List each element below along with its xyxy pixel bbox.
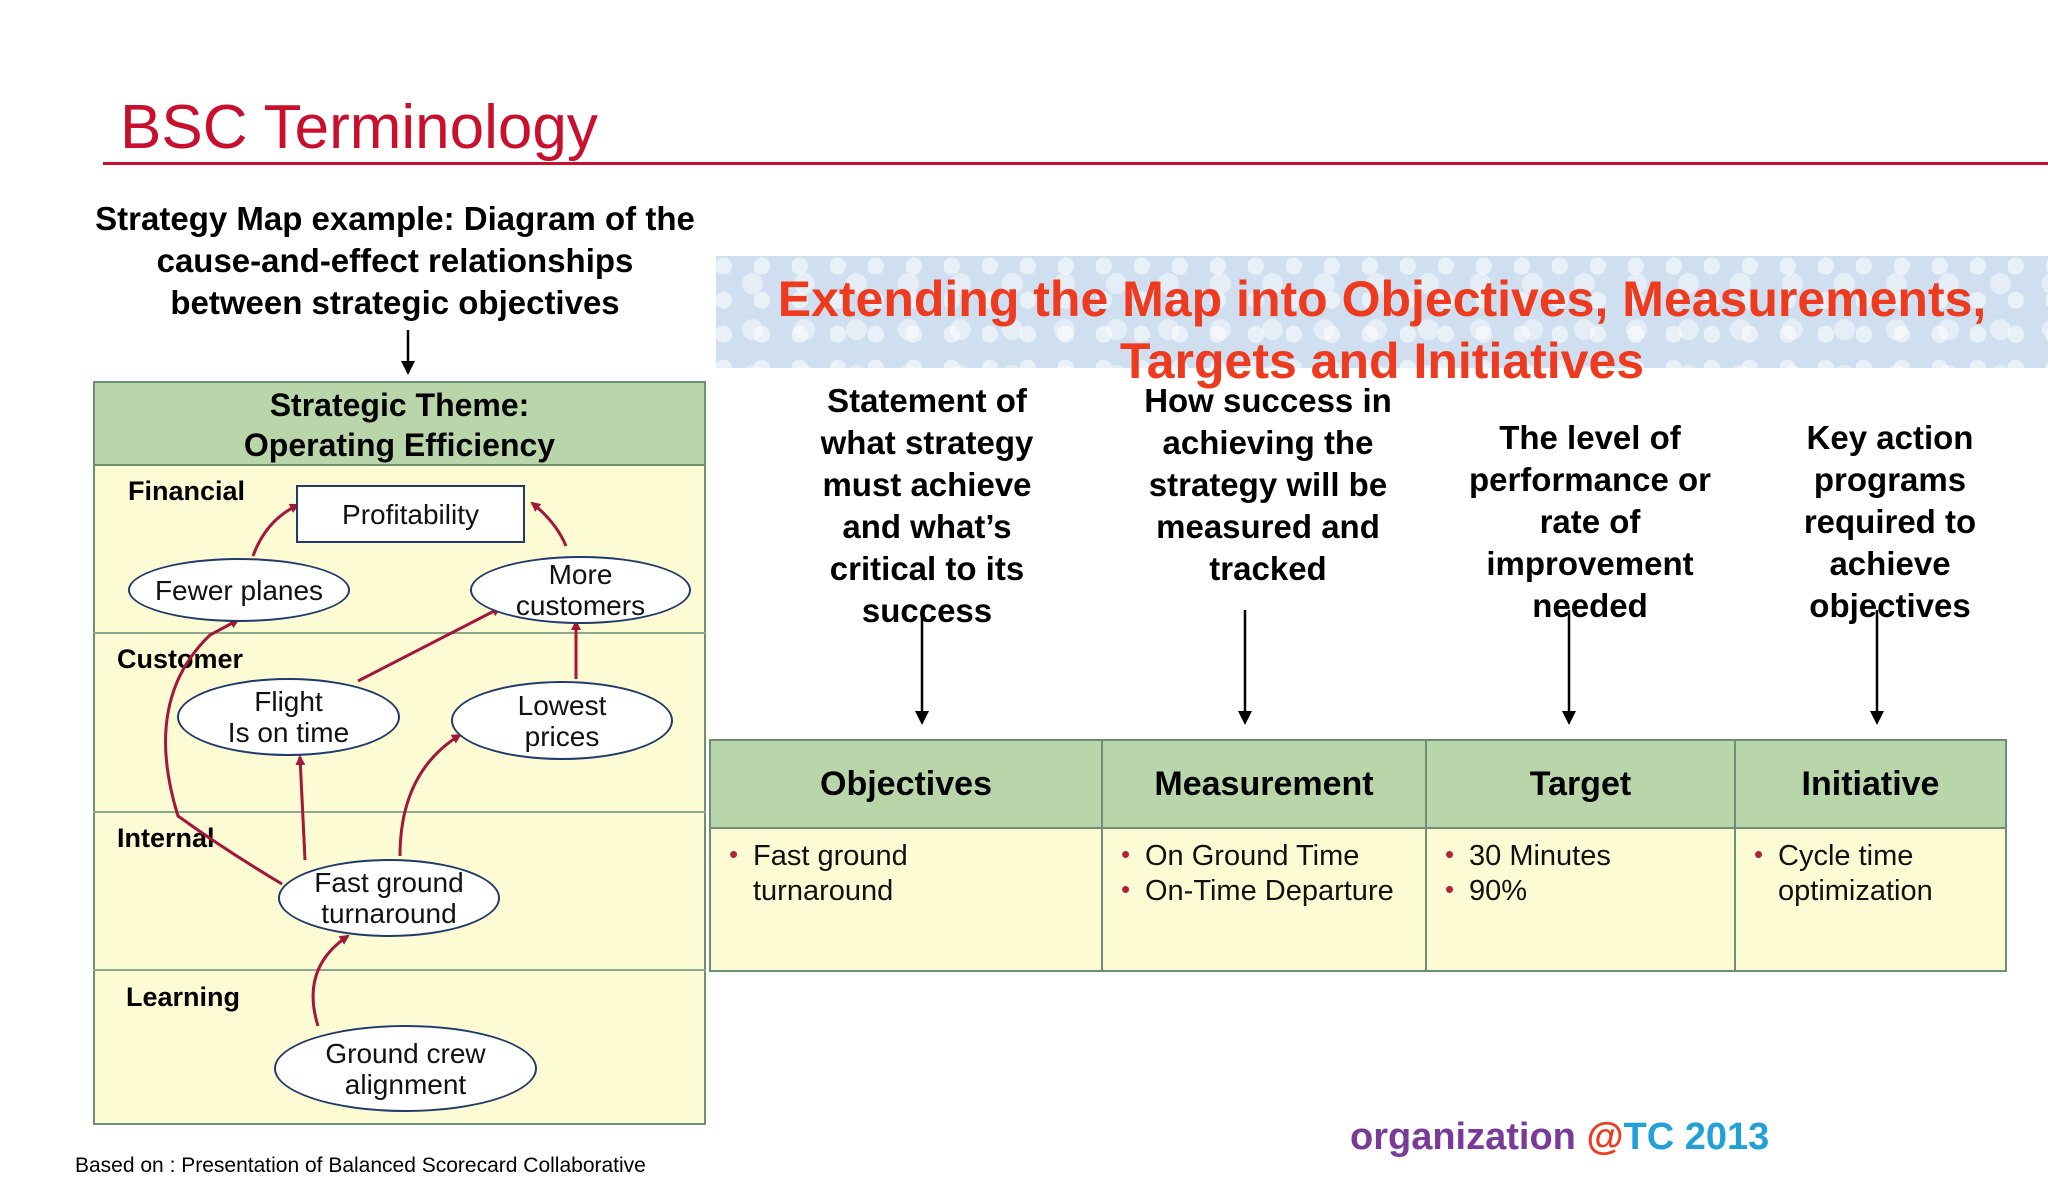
node-label: Flight: [254, 686, 323, 717]
description-line: performance or: [1468, 461, 1712, 498]
description-line: required to: [1803, 503, 1977, 540]
extension-banner-background: [716, 256, 2048, 368]
title-divider: [103, 162, 2048, 165]
objectives-table: Objectives Measurement Target Initiative…: [709, 739, 2007, 972]
list-item-line: On Ground Time: [1145, 840, 1360, 872]
footer-at-sign: @: [1586, 1116, 1624, 1158]
strategy-map-heading-line: Strategy Map example: Diagram of the: [95, 200, 695, 237]
node-label: turnaround: [321, 898, 457, 929]
list-item-line: Fast ground: [753, 840, 908, 872]
strategic-theme-header: Strategic Theme: Operating Efficiency: [95, 383, 704, 466]
description-line: The level of: [1499, 419, 1681, 456]
description-line: achieve: [1829, 545, 1951, 582]
node-label: customers: [515, 590, 646, 621]
list-item-line: On-Time Departure: [1145, 875, 1394, 907]
lane-divider: [93, 632, 706, 634]
description-initiative: Key action programs required to achieve …: [1740, 417, 2040, 627]
cell-target: 30 Minutes 90%: [1425, 827, 1736, 972]
footer-organization-logo: organization @TC 2013: [1350, 1116, 1769, 1159]
cell-objectives: Fast ground turnaround: [709, 827, 1103, 972]
node-label: Ground crew: [325, 1037, 486, 1069]
list-item: 90%: [1445, 872, 1734, 909]
lane-label-learning: Learning: [126, 982, 241, 1012]
node-label: Lowest: [517, 689, 607, 721]
description-line: Statement of: [827, 382, 1027, 419]
node-label: Fast ground: [314, 867, 464, 898]
description-line: programs: [1813, 461, 1967, 498]
description-line: must achieve: [822, 466, 1032, 503]
description-line: How success in: [1144, 382, 1392, 419]
banner-line: Extending the Map into Objectives, Measu…: [777, 271, 1987, 327]
description-line: critical to its: [829, 550, 1025, 587]
node-flight-on-time: Flight Is on time: [177, 678, 400, 756]
description-line: needed: [1532, 587, 1648, 624]
description-line: tracked: [1209, 550, 1327, 587]
list-item: Fast ground turnaround: [729, 837, 1101, 909]
header-measurement: Measurement: [1101, 739, 1427, 829]
lane-label-internal: Internal: [117, 823, 215, 853]
lane-label-customer: Customer: [117, 644, 244, 674]
description-target: The level of performance or rate of impr…: [1430, 417, 1750, 627]
description-line: improvement: [1486, 545, 1694, 582]
node-label: Profitability: [342, 498, 479, 530]
node-lowest-prices: Lowest prices: [451, 681, 673, 760]
node-more-customers: More customers: [470, 556, 691, 624]
node-fewer-planes: Fewer planes: [128, 558, 350, 622]
lane-divider: [93, 811, 706, 813]
description-line: measured and: [1156, 508, 1380, 545]
extension-banner-title: Extending the Map into Objectives, Measu…: [716, 268, 2048, 392]
strategy-map-heading-line: cause-and-effect relationships: [156, 242, 634, 279]
strategy-map-heading-line: between strategic objectives: [170, 284, 620, 321]
node-label: alignment: [344, 1068, 467, 1100]
strategic-theme-line: Operating Efficiency: [243, 427, 556, 463]
description-line: Key action: [1806, 419, 1974, 456]
node-label: Is on time: [227, 717, 350, 748]
description-line: success: [861, 592, 993, 629]
node-profitability: Profitability: [296, 485, 525, 543]
slide-title: BSC Terminology: [120, 93, 598, 162]
node-label: prices: [524, 720, 600, 752]
list-item-line: turnaround: [753, 875, 894, 907]
header-objectives: Objectives: [709, 739, 1103, 829]
table-header-row: Objectives Measurement Target Initiative: [709, 739, 2007, 829]
footer-tc: TC: [1623, 1116, 1675, 1158]
list-item-line: 30 Minutes: [1469, 840, 1611, 872]
list-item-line: Cycle time: [1778, 840, 1914, 872]
footer-source-note: Based on : Presentation of Balanced Scor…: [75, 1154, 646, 1177]
node-label: More: [548, 559, 613, 590]
lane-divider: [93, 969, 706, 971]
lane-label-financial: Financial: [128, 476, 246, 506]
list-item-line: optimization: [1778, 875, 1933, 907]
description-line: and what’s: [842, 508, 1012, 545]
description-measurement: How success in achieving the strategy wi…: [1108, 380, 1428, 590]
node-ground-crew-alignment: Ground crew alignment: [274, 1025, 537, 1112]
cell-initiative: Cycle time optimization: [1734, 827, 2007, 972]
description-line: rate of: [1539, 503, 1641, 540]
strategy-map-heading: Strategy Map example: Diagram of the cau…: [40, 198, 750, 324]
list-item: On-Time Departure: [1121, 872, 1425, 909]
cell-measurement: On Ground Time On-Time Departure: [1101, 827, 1427, 972]
description-line: objectives: [1809, 587, 1971, 624]
header-target: Target: [1425, 739, 1736, 829]
footer-year: 2013: [1684, 1116, 1770, 1158]
list-item-line: 90%: [1469, 875, 1528, 907]
list-item: 30 Minutes: [1445, 837, 1734, 874]
header-initiative: Initiative: [1734, 739, 2007, 829]
banner-line: Targets and Initiatives: [1119, 333, 1645, 389]
description-line: achieving the: [1162, 424, 1374, 461]
description-objectives: Statement of what strategy must achieve …: [782, 380, 1072, 632]
list-item: On Ground Time: [1121, 837, 1425, 874]
table-row: Fast ground turnaround On Ground Time On…: [709, 827, 2007, 972]
strategic-theme-line: Strategic Theme:: [269, 387, 530, 423]
description-line: what strategy: [820, 424, 1034, 461]
list-item: Cycle time optimization: [1754, 837, 2005, 909]
description-line: strategy will be: [1148, 466, 1388, 503]
footer-org-word: organization: [1350, 1116, 1576, 1158]
node-fast-ground-turnaround: Fast ground turnaround: [278, 859, 500, 937]
node-label: Fewer planes: [154, 574, 324, 606]
